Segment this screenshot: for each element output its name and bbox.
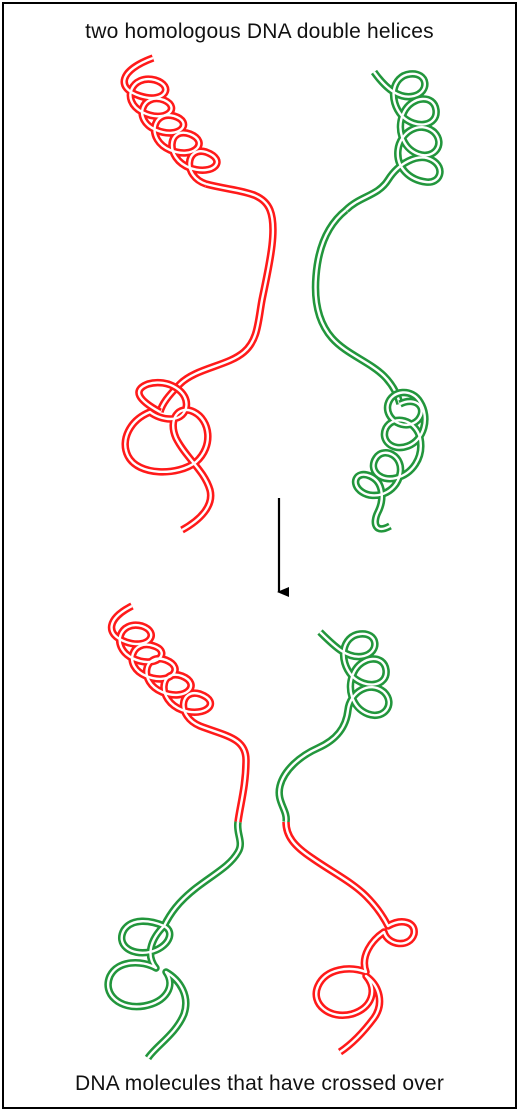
red-helix-top-lower-coil-gap: [124, 381, 212, 532]
top-caption: two homologous DNA double helices: [85, 20, 434, 43]
green-helix-top-middle-gap: [314, 209, 402, 405]
bottom-caption: DNA molecules that have crossed over: [74, 1072, 445, 1095]
green-helix-top: [311, 69, 444, 533]
left-molecule-green-tail-gap: [107, 821, 242, 1059]
left-molecule-green-tail: [104, 821, 244, 1061]
red-helix-top-lower-coil: [121, 378, 215, 534]
left-molecule-red-coil-gap: [110, 604, 248, 823]
red-helix-top: [120, 54, 277, 534]
red-helix-top-middle: [156, 180, 277, 414]
left-molecule-red-coil: [107, 602, 250, 823]
green-helix-top-middle: [311, 207, 404, 405]
green-helix-top-upper-coil-gap: [345, 71, 442, 211]
red-helix-top-middle-gap: [158, 182, 275, 413]
crossed-molecule-left: [104, 602, 250, 1061]
red-helix-top-upper-coil: [120, 54, 221, 188]
right-molecule-green-coil: [275, 629, 393, 823]
figure-frame: [2, 2, 517, 1109]
red-helix-top-upper-coil-gap: [123, 56, 219, 186]
right-molecule-red-tail: [282, 821, 418, 1056]
crossed-molecule-right: [275, 629, 418, 1056]
right-molecule-green-coil-gap: [277, 631, 391, 823]
right-molecule-red-tail-gap: [284, 821, 416, 1053]
green-helix-top-lower-coil: [351, 388, 429, 533]
green-helix-top-lower-coil-gap: [354, 391, 427, 531]
